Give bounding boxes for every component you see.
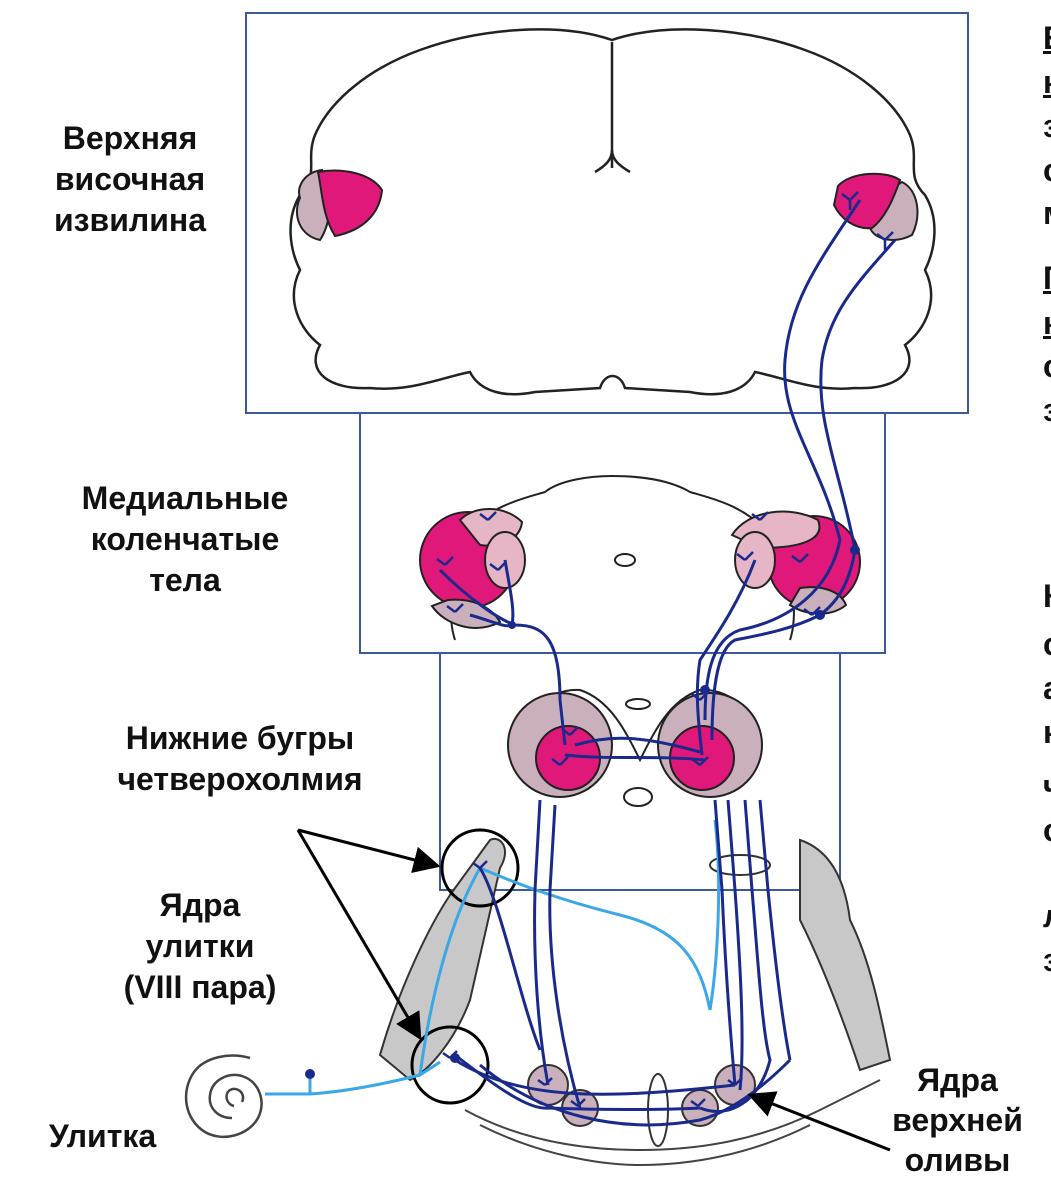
label-line: верхней [870,1100,1045,1140]
label-line: оливы [870,1140,1045,1180]
left-auditory-cortex [297,170,382,240]
label-line: височная [20,159,240,200]
label-medial-geniculate: Медиальные коленчатые тела [40,478,330,601]
edge-fragment: К [1043,580,1051,612]
edge-fragment: а [1043,672,1051,704]
label-line: Верхняя [20,118,240,159]
label-cochlear-nuclei: Ядра улитки (VIII пара) [70,885,330,1008]
label-line: Медиальные [40,478,330,519]
label-line: извилина [20,200,240,241]
edge-fragment: л [1043,900,1051,932]
label-line: Ядра [870,1060,1045,1100]
label-superior-temporal-gyrus: Верхняя височная извилина [20,118,240,241]
label-inferior-colliculi: Нижние бугры четверохолмия [70,718,410,800]
label-line: коленчатые [40,519,330,560]
edge-fragment: к [1043,716,1051,748]
edge-fragment: Е [1043,22,1051,54]
label-line: Нижние бугры [70,718,410,759]
edge-fragment: с [1043,814,1051,846]
right-auditory-cortex [834,174,917,240]
label-superior-olive: Ядра верхней оливы [870,1060,1045,1180]
spiral-ganglion-dot [305,1069,315,1079]
superior-olive-nuclei [528,1065,755,1126]
label-line: четверохолмия [70,759,410,800]
edge-fragment: з [1043,394,1051,426]
label-line: улитки [70,926,330,967]
edge-fragment: с [1043,154,1051,186]
label-cochlea: Улитка [20,1116,185,1157]
edge-fragment: Г [1043,262,1051,294]
cochlea-icon [186,1056,261,1137]
edge-fragment: м [1043,197,1051,229]
edge-fragment: к [1043,66,1051,98]
edge-fragment: с [1043,628,1051,660]
arrow-to-dorsal-cochlear-nucleus [298,830,438,866]
label-line: (VIII пара) [70,967,330,1008]
label-line: Ядра [70,885,330,926]
edge-fragment: з [1043,110,1051,142]
edge-fragment: с [1043,350,1051,382]
edge-fragment: з [1043,944,1051,976]
edge-fragment: ч [1043,770,1051,802]
edge-fragment: к [1043,307,1051,339]
label-line: тела [40,560,330,601]
